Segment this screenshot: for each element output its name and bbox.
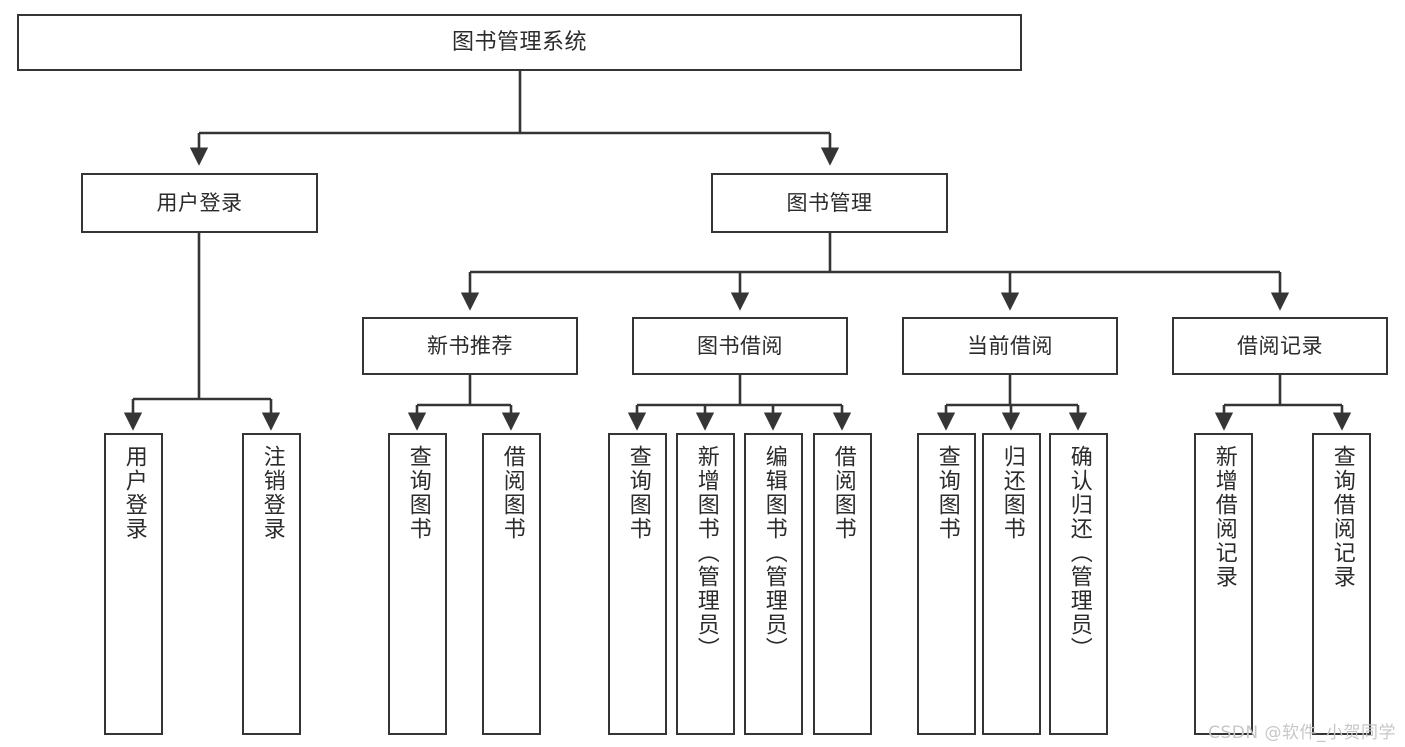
node-label: 借阅图书	[830, 445, 856, 541]
node-label: 新增图书（管理员）	[693, 445, 719, 661]
node-label: 当前借阅	[967, 333, 1053, 358]
leaf-query-borrow-record[interactable]: 查询借阅记录	[1312, 433, 1371, 735]
node-label: 注销登录	[259, 445, 285, 541]
node-label: 借阅记录	[1237, 333, 1323, 358]
node-new-book-recommendation[interactable]: 新书推荐	[362, 317, 578, 375]
node-label: 图书管理系统	[451, 29, 587, 55]
node-label: 查询图书	[625, 445, 651, 541]
leaf-edit-book-admin[interactable]: 编辑图书（管理员）	[744, 433, 803, 735]
leaf-query-book-new[interactable]: 查询图书	[388, 433, 447, 735]
leaf-user-login[interactable]: 用户登录	[104, 433, 163, 735]
node-root-book-management-system[interactable]: 图书管理系统	[17, 14, 1022, 71]
node-label: 新增借阅记录	[1211, 445, 1237, 589]
leaf-query-book-borrow[interactable]: 查询图书	[608, 433, 667, 735]
node-label: 查询借阅记录	[1329, 445, 1355, 589]
node-label: 查询图书	[405, 445, 431, 541]
node-label: 新书推荐	[427, 333, 513, 358]
node-label: 编辑图书（管理员）	[761, 445, 787, 661]
node-label: 图书管理	[786, 190, 873, 215]
leaf-query-book-current[interactable]: 查询图书	[917, 433, 976, 735]
leaf-return-book[interactable]: 归还图书	[982, 433, 1041, 735]
node-label: 查询图书	[934, 445, 960, 541]
leaf-user-logout[interactable]: 注销登录	[242, 433, 301, 735]
node-user-login[interactable]: 用户登录	[81, 173, 318, 233]
leaf-confirm-return-admin[interactable]: 确认归还（管理员）	[1049, 433, 1108, 735]
leaf-borrow-book[interactable]: 借阅图书	[813, 433, 872, 735]
node-label: 用户登录	[121, 445, 147, 541]
node-current-borrowing[interactable]: 当前借阅	[902, 317, 1118, 375]
node-label: 用户登录	[156, 190, 243, 215]
leaf-add-book-admin[interactable]: 新增图书（管理员）	[676, 433, 735, 735]
node-label: 归还图书	[999, 445, 1025, 541]
node-book-management[interactable]: 图书管理	[711, 173, 948, 233]
leaf-borrow-book-new[interactable]: 借阅图书	[482, 433, 541, 735]
leaf-add-borrow-record[interactable]: 新增借阅记录	[1194, 433, 1253, 735]
node-label: 图书借阅	[697, 333, 783, 358]
watermark-credit: CSDN @软件_小贺同学	[1208, 723, 1396, 743]
node-label: 借阅图书	[499, 445, 525, 541]
node-label: 确认归还（管理员）	[1066, 445, 1092, 661]
node-book-borrowing[interactable]: 图书借阅	[632, 317, 848, 375]
node-borrowing-records[interactable]: 借阅记录	[1172, 317, 1388, 375]
